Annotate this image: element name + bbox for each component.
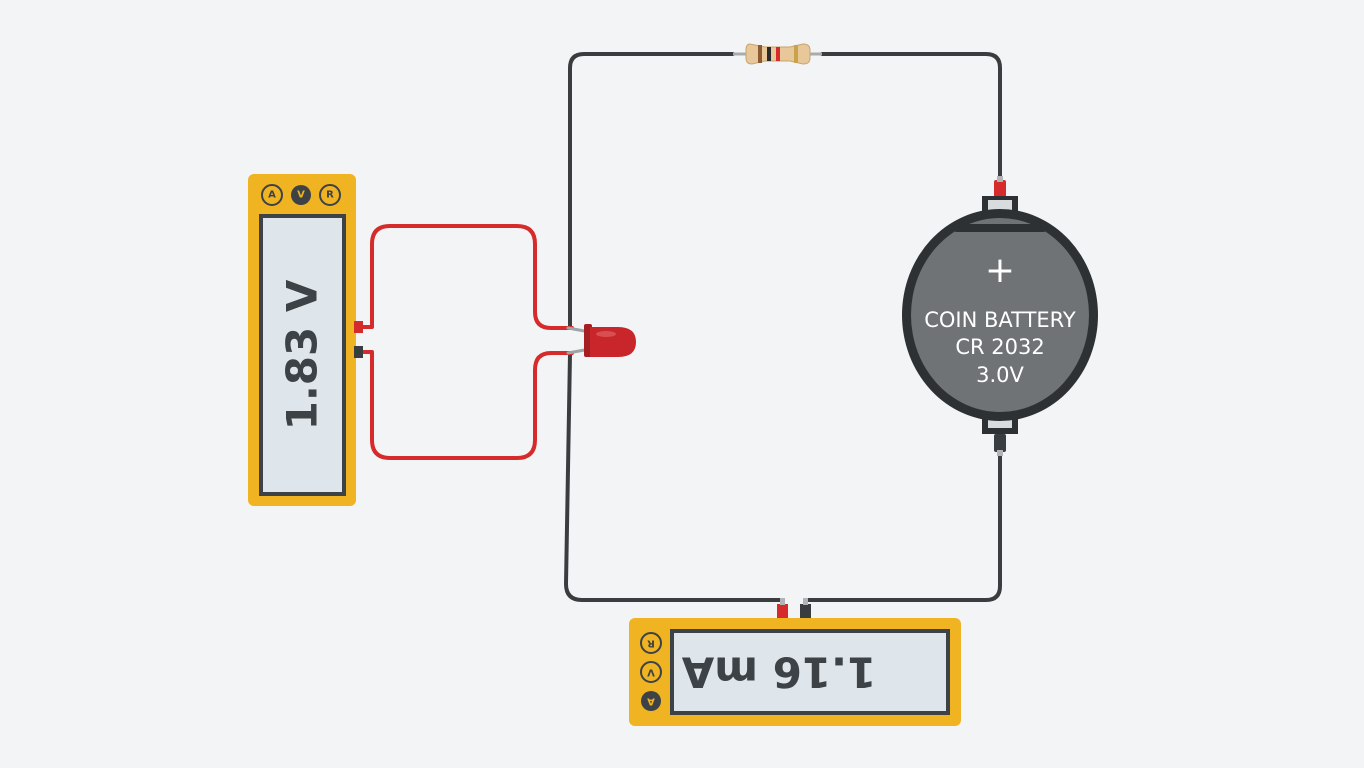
svg-text:R: R [326,190,334,201]
ammeter-reading: 1.16 mA [681,648,876,697]
resistor[interactable] [733,43,822,65]
svg-text:A: A [647,696,655,707]
battery-terminal-negative[interactable] [994,434,1006,452]
wire-top-right[interactable] [820,52,1002,184]
ammeter-screen [670,629,950,715]
svg-text:A: A [268,190,276,201]
ammeter[interactable]: 1.16 mA R V A [629,598,961,726]
voltmeter-mode-v[interactable]: V [291,185,311,205]
battery-label-line3: 3.0V [976,363,1024,387]
battery-terminal-positive[interactable] [994,180,1006,198]
ammeter-mode-a[interactable]: A [641,691,661,711]
resistor-band-4 [794,45,798,63]
probe-wire-negative[interactable] [358,350,574,460]
battery-cell [911,218,1089,412]
circuit-wires [564,52,1002,602]
voltmeter-screen [259,214,346,496]
ammeter-mode-selector: R V A [640,632,662,711]
wire-right-bottom[interactable] [804,450,1002,602]
ammeter-terminal-positive[interactable] [777,604,788,620]
battery-label-line2: CR 2032 [955,335,1044,359]
probe-wire-positive[interactable] [358,224,574,330]
ammeter-mode-r[interactable]: R [640,632,662,654]
voltmeter-terminal-negative[interactable] [354,346,363,358]
voltmeter-mode-selector: A V R [261,184,341,206]
ammeter-terminal-negative[interactable] [800,604,811,620]
battery-label-line1: COIN BATTERY [924,308,1076,332]
svg-text:V: V [297,190,305,201]
voltmeter[interactable]: 1.83 V A V R [248,174,363,506]
resistor-band-2 [767,47,771,61]
resistor-band-1 [758,45,762,63]
coin-battery[interactable]: + COIN BATTERY CR 2032 3.0V [902,176,1098,456]
battery-plus-sign: + [985,250,1015,291]
wire-left-bottom[interactable] [564,352,784,602]
voltmeter-mode-r[interactable]: R [319,184,341,206]
ammeter-mode-v[interactable]: V [640,661,662,683]
svg-text:R: R [647,638,655,649]
voltmeter-reading: 1.83 V [278,279,327,430]
voltmeter-mode-a[interactable]: A [261,184,283,206]
resistor-band-3 [776,47,780,61]
wire-top-left[interactable] [568,52,735,328]
led-dome [590,327,636,357]
led[interactable] [566,324,636,357]
svg-text:V: V [647,667,655,678]
voltmeter-probe-wires [358,224,574,460]
voltmeter-terminal-positive[interactable] [354,321,363,333]
